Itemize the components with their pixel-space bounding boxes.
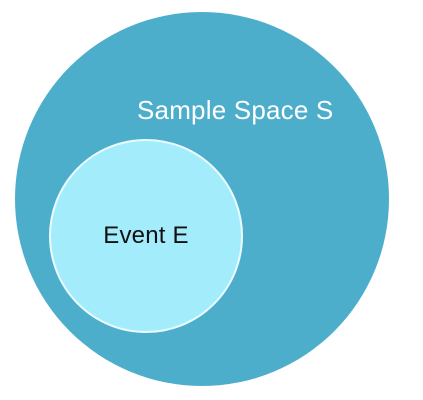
event-circle — [49, 139, 243, 333]
sample-space-label: Sample Space S — [137, 95, 334, 125]
event-label: Event E — [103, 222, 189, 249]
